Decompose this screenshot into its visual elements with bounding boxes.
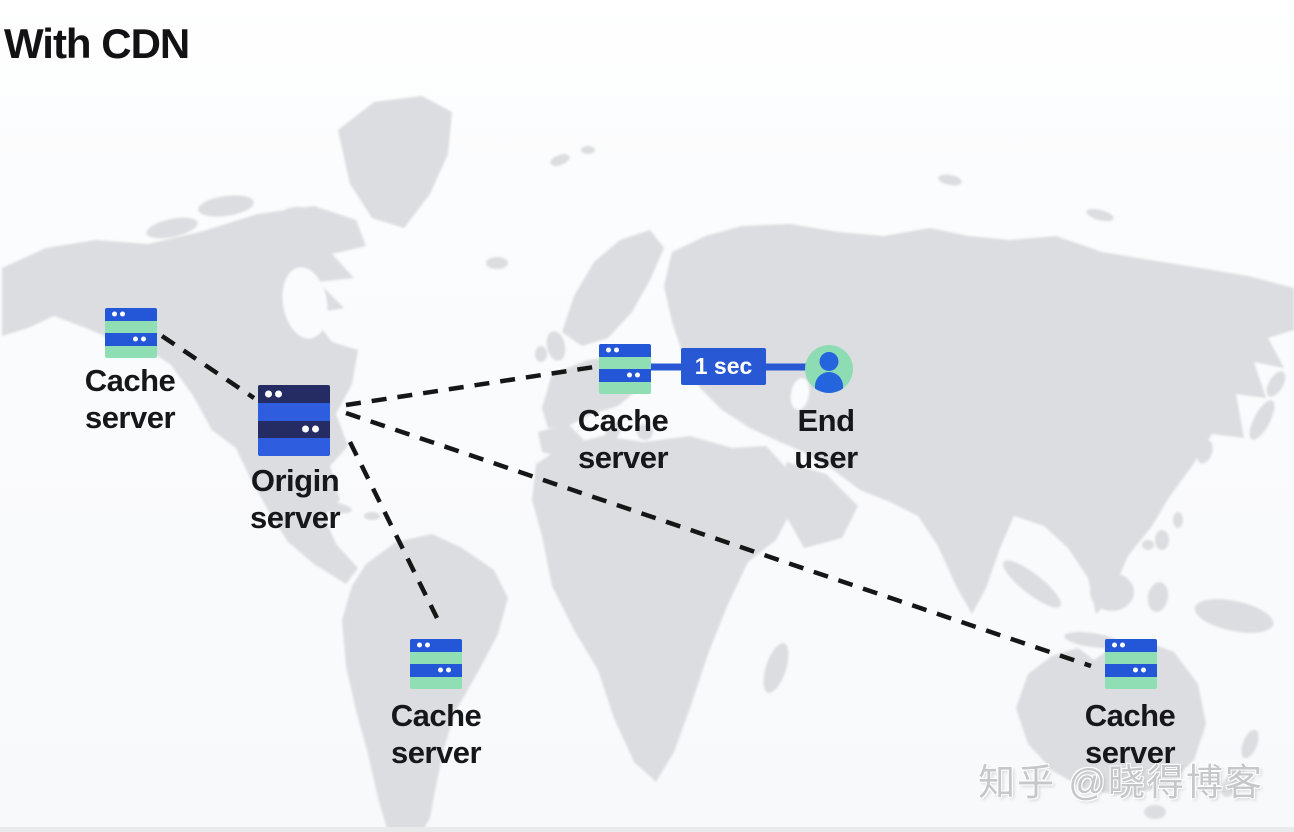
server-slot <box>599 381 651 394</box>
server-slot <box>258 385 330 403</box>
server-slot <box>258 420 330 439</box>
origin-server-label: Origin server <box>249 463 341 535</box>
server-slot <box>1105 664 1157 677</box>
server-slot <box>105 345 157 358</box>
server-slot <box>105 333 157 346</box>
cache-server-icon-north-america <box>105 308 157 358</box>
server-slot <box>105 320 157 333</box>
server-slot <box>410 664 462 677</box>
link-cache-na-origin <box>160 334 256 400</box>
server-slot <box>105 308 157 321</box>
continent-asia <box>664 174 1294 648</box>
server-leds <box>417 642 430 648</box>
server-slot <box>1105 639 1157 652</box>
watermark: 知乎 @晓得博客 <box>978 762 1264 803</box>
user-body <box>815 372 843 393</box>
server-leds <box>265 390 282 398</box>
server-leds <box>606 347 619 353</box>
continent-africa <box>532 436 858 782</box>
continent-north-america <box>2 195 380 584</box>
server-slot <box>410 639 462 652</box>
cache-server-icon-south-america <box>410 639 462 689</box>
server-slot <box>599 344 651 357</box>
server-leds <box>302 425 319 433</box>
end-user-label: End user <box>794 403 858 475</box>
server-slot <box>1105 676 1157 689</box>
server-leds <box>1133 667 1146 673</box>
link-origin-cache-au <box>345 410 1092 669</box>
server-leds <box>112 311 125 317</box>
server-slot <box>599 356 651 369</box>
latency-badge: 1 sec <box>681 348 766 385</box>
origin-server-icon <box>258 385 330 456</box>
server-slot <box>258 438 330 456</box>
page-title: With CDN <box>4 20 190 67</box>
server-slot <box>410 676 462 689</box>
user-head <box>819 352 839 371</box>
end-user-icon <box>805 345 853 393</box>
server-leds <box>438 667 451 673</box>
cache-server-icon-europe <box>599 344 651 394</box>
continent-greenland <box>338 96 508 269</box>
server-slot <box>410 651 462 664</box>
cache-server-label-australia: Cache server <box>1084 698 1176 770</box>
server-leds <box>627 372 640 378</box>
link-origin-cache-sa <box>347 441 440 619</box>
cache-server-icon-australia <box>1105 639 1157 689</box>
server-leds <box>1112 642 1125 648</box>
link-origin-cache-eu <box>345 364 595 408</box>
bottom-edge-strip <box>0 827 1294 832</box>
cache-server-label-north-america: Cache server <box>84 363 176 435</box>
server-slot <box>1105 651 1157 664</box>
server-leds <box>133 336 146 342</box>
server-slot <box>258 402 330 421</box>
cache-server-label-south-america: Cache server <box>390 698 482 770</box>
continent-australia <box>1016 640 1259 819</box>
cache-server-label-europe: Cache server <box>577 403 669 475</box>
server-slot <box>599 369 651 382</box>
